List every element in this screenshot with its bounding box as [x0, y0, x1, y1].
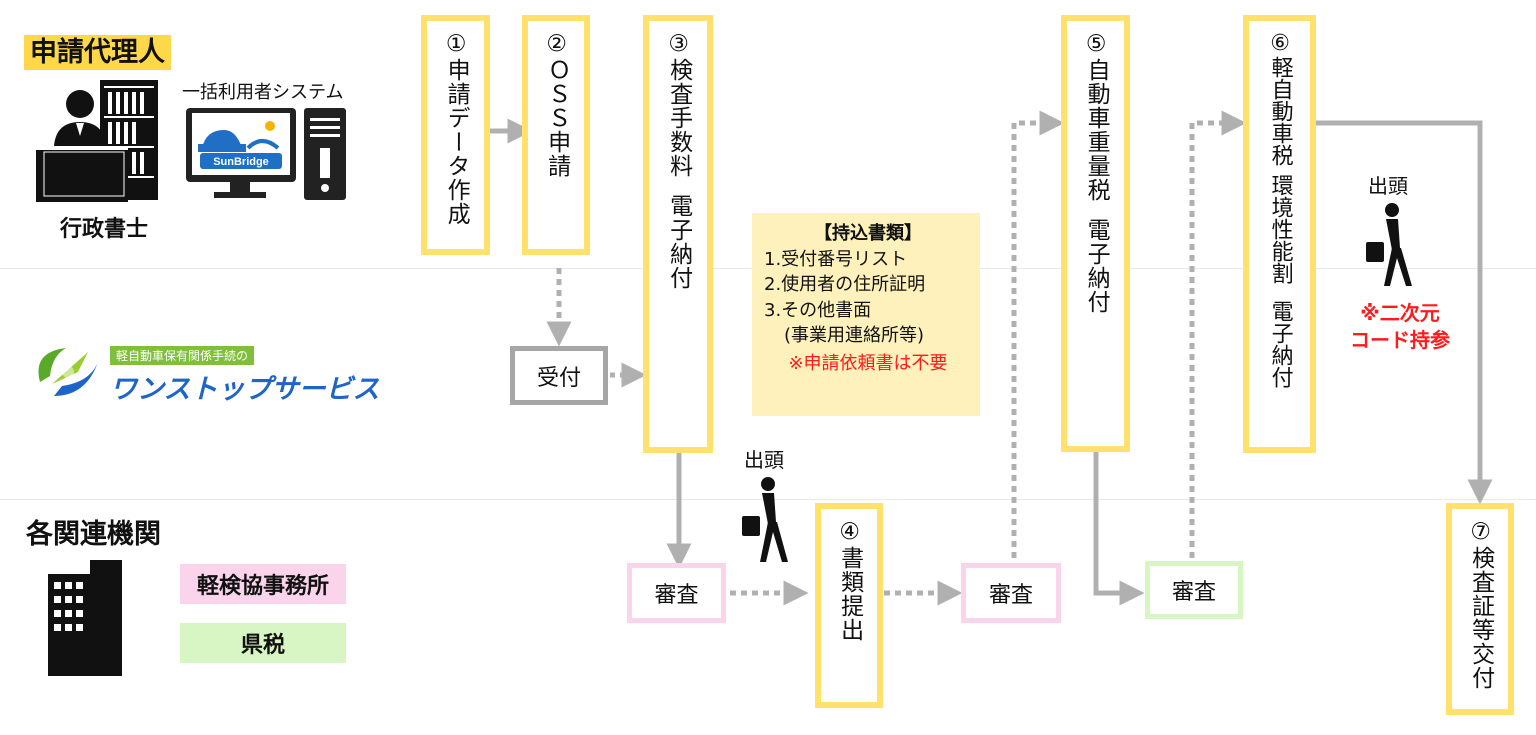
step-6-light-vehicle-tax: ⑥軽自動車税環境性能割電子納付 — [1243, 15, 1316, 453]
step-6-label-c: 電子納付 — [1267, 300, 1293, 388]
review-1-label: 審査 — [654, 583, 699, 608]
step-7-certificate-issuance: ⑦検査証等交付 — [1446, 503, 1514, 715]
step-6-label-b: 環境性能割 — [1267, 174, 1293, 284]
legend-kenkyo-label: 軽検協事務所 — [196, 574, 329, 599]
legend-kenzei-label: 県税 — [240, 633, 285, 658]
step-3-label-b: 電子納付 — [665, 194, 692, 290]
step-3-label-a: ③検査手数料 — [665, 31, 692, 178]
lane-label-applicant: 申請代理人 — [24, 30, 171, 70]
step-7-label: ⑦検査証等交付 — [1467, 519, 1494, 690]
appear-label-1: 出頭 — [744, 448, 784, 472]
arrow-6-7 — [1314, 120, 1493, 505]
qr-code-note: ※二次元 コード持参 — [1330, 300, 1470, 354]
building-icon — [48, 560, 122, 676]
step-2-label: ②ＯＳＳ申請 — [543, 31, 570, 178]
step-3-inspection-fee: ③検査手数料電子納付 — [643, 15, 713, 453]
oss-logo-text: 軽自動車保有関係手続の ワンストップサービス — [110, 345, 379, 406]
lane-label-agencies: 各関連機関 — [26, 519, 161, 550]
reception-label: 受付 — [536, 365, 581, 391]
step-4-label: ④書類提出 — [836, 519, 863, 642]
documents-item-2: 2.使用者の住所証明 — [764, 274, 926, 296]
arrow-5-review3 — [1093, 452, 1145, 606]
review-box-1: 審査 — [627, 563, 726, 623]
step-5-label-b: 電子納付 — [1083, 218, 1110, 314]
review-box-2: 審査 — [961, 563, 1061, 623]
reception-box: 受付 — [510, 346, 608, 405]
person-label: 行政書士 — [60, 217, 149, 242]
documents-warning: ※申請依頼書は不要 — [788, 352, 948, 374]
documents-item-3-note: (事業用連絡所等) — [784, 325, 925, 347]
documents-box: 【持込書類】 1.受付番号リスト 2.使用者の住所証明 3.その他書面 (事業用… — [752, 213, 980, 416]
documents-item-1: 1.受付番号リスト — [764, 248, 908, 270]
oss-logo-icon — [38, 348, 98, 396]
documents-title: 【持込書類】 — [814, 223, 922, 244]
qr-note-line-2: コード持参 — [1350, 328, 1450, 352]
step-6-label-a: ⑥軽自動車税 — [1267, 31, 1293, 166]
arrow-review2-5 — [1011, 110, 1065, 558]
oss-logo-small: 軽自動車保有関係手続の — [110, 346, 255, 365]
system-brand-text: SunBridge — [213, 156, 269, 168]
system-label: 一括利用者システム — [182, 82, 344, 103]
review-box-3: 審査 — [1145, 561, 1243, 619]
scrivener-illustration — [36, 80, 158, 202]
documents-item-3: 3.その他書面 — [764, 299, 872, 321]
review-2-label: 審査 — [988, 583, 1033, 608]
qr-note-line-1: ※二次元 — [1360, 301, 1440, 325]
oss-logo-big: ワンストップサービス — [110, 374, 380, 405]
step-1-create-data: ①申請データ作成 — [421, 15, 490, 255]
step-5-weight-tax: ⑤自動車重量税電子納付 — [1061, 15, 1130, 452]
legend-kenkyo: 軽検協事務所 — [180, 564, 346, 604]
arrow-review3-6 — [1189, 110, 1247, 558]
step-4-document-submission: ④書類提出 — [815, 503, 883, 708]
step-1-label: ①申請データ作成 — [443, 31, 470, 226]
step-2-oss-application: ②ＯＳＳ申請 — [522, 15, 590, 255]
system-illustration: SunBridge — [186, 108, 346, 200]
walking-person-icon — [742, 477, 788, 562]
walking-person-icon-2 — [1366, 203, 1412, 286]
step-5-label-a: ⑤自動車重量税 — [1083, 31, 1110, 202]
appear-label-2: 出頭 — [1368, 174, 1408, 198]
legend-kenzei: 県税 — [180, 623, 346, 663]
review-3-label: 審査 — [1171, 580, 1216, 605]
